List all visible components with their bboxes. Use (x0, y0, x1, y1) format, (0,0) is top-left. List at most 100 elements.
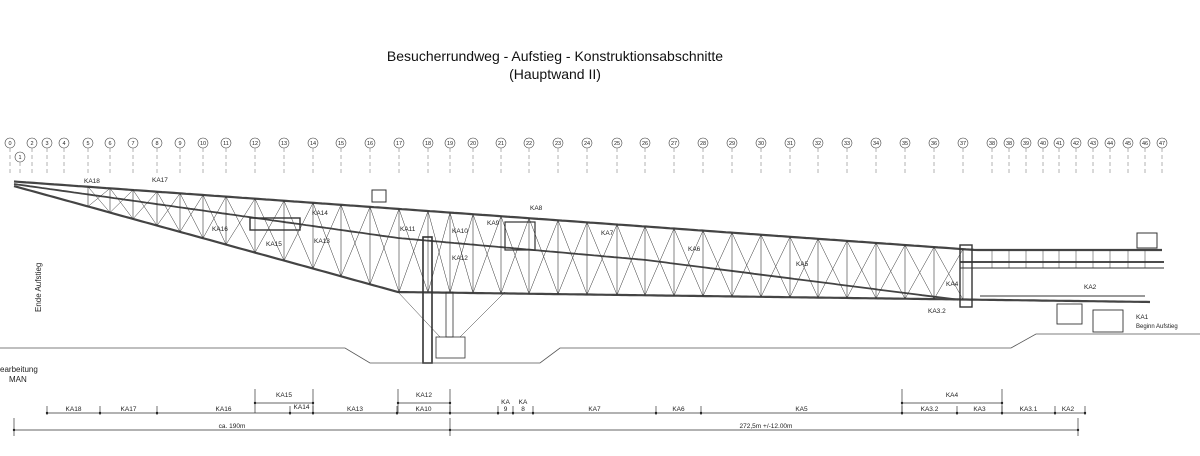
dimension-label: 9 (504, 406, 508, 413)
truss-diagonal (586, 222, 618, 296)
truss-diagonal (702, 230, 733, 297)
truss-diagonal (760, 234, 791, 298)
axis-label: 38 (989, 141, 995, 147)
label-ka4: KA4 (946, 281, 959, 288)
axis-label: 3 (45, 141, 48, 147)
label-ka9: KA9 (487, 220, 500, 227)
ground-line (0, 333, 1200, 364)
processing-label: earbeitung (0, 365, 38, 374)
axis-label: 2 (30, 141, 33, 147)
dimension-label: 272,5m +/-12.00m (740, 423, 793, 430)
bottom-chord (13, 185, 1151, 304)
end-cab (1136, 232, 1158, 249)
dimension-node (395, 411, 399, 415)
platform-ka8 (504, 221, 536, 251)
truss-diagonal (132, 189, 158, 226)
truss-diagonal (789, 236, 819, 298)
truss-diagonal (109, 188, 134, 220)
axis-label: 38 (1006, 141, 1012, 147)
axis-label: 26 (642, 141, 648, 147)
axis-label: 40 (1040, 141, 1046, 147)
axis-label: 22 (526, 141, 532, 147)
dimension-node (448, 411, 452, 415)
axis-label: 33 (844, 141, 850, 147)
truss-diagonal (369, 206, 400, 293)
truss-diagonal (557, 222, 588, 295)
processing-man-label: MAN (9, 375, 27, 384)
axis-label: 6 (108, 141, 111, 147)
truss-diagonal (875, 242, 906, 299)
axis-label: 47 (1159, 141, 1165, 147)
dimension-label: KA (501, 399, 510, 406)
dimension-node (448, 401, 452, 405)
entry-stair (1092, 309, 1124, 333)
label-ka2: KA2 (1084, 284, 1097, 291)
truss-diagonal (528, 218, 559, 295)
dimension-node (1053, 411, 1057, 415)
truss-diagonal (87, 186, 111, 213)
truss-diagonal (87, 188, 111, 207)
dimension-node (955, 411, 959, 415)
axis-label: 21 (498, 141, 504, 147)
dimension-node (511, 411, 515, 415)
axis-label: 36 (931, 141, 937, 147)
truss-diagonal (283, 202, 314, 261)
dimension-node (448, 428, 452, 432)
label-ka16: KA16 (212, 226, 228, 233)
axis-label: 17 (396, 141, 402, 147)
truss-diagonal (731, 234, 762, 297)
dimension-label: KA2 (1062, 406, 1075, 413)
label-ka15: KA15 (266, 241, 282, 248)
dimension-node (900, 411, 904, 415)
label-ka18: KA18 (84, 178, 100, 185)
dimension-label: KA12 (416, 392, 432, 399)
truss-diagonal (369, 208, 400, 285)
dimension-label: KA18 (66, 406, 82, 413)
axis-label: 27 (671, 141, 677, 147)
dimension-node (288, 411, 292, 415)
dimension-node (311, 411, 315, 415)
dimension-label: KA (519, 399, 528, 406)
dimension-label: KA3.1 (1020, 406, 1038, 413)
truss-diagonal (557, 220, 588, 295)
label-ka14: KA14 (312, 210, 328, 217)
axis-label: 0 (8, 141, 11, 147)
drive-unit (1056, 303, 1083, 325)
axis-label: 35 (902, 141, 908, 147)
stair-tower (422, 236, 433, 364)
axis-label: 10 (200, 141, 206, 147)
truss-diagonal (875, 244, 906, 299)
dimension-label: KA14 (294, 404, 310, 411)
truss-diagonal (312, 202, 342, 277)
dimension-label: KA7 (588, 406, 601, 413)
truss-diagonal (312, 204, 342, 269)
axis-label: 39 (1023, 141, 1029, 147)
axis-label: 28 (700, 141, 706, 147)
dimension-node (900, 401, 904, 405)
dimension-label: KA16 (216, 406, 232, 413)
axis-label: 45 (1125, 141, 1131, 147)
axis-label: 9 (178, 141, 181, 147)
truss-diagonal (817, 240, 848, 298)
truss-diagonal (109, 189, 134, 213)
truss-diagonal (340, 204, 371, 285)
truss-diagonal (586, 224, 618, 295)
dimension-node (396, 401, 400, 405)
truss-diagonal (760, 236, 791, 297)
dimension-node (496, 411, 500, 415)
label-ka5: KA5 (796, 261, 809, 268)
truss-diagonal (644, 226, 675, 296)
axis-label: 11 (223, 141, 229, 147)
dimension-node (12, 428, 16, 432)
axis-label: 29 (729, 141, 735, 147)
axis-label: 4 (62, 141, 65, 147)
truss-diagonal (340, 206, 371, 277)
label-ka12: KA12 (452, 255, 468, 262)
truss-diagonal (616, 224, 646, 296)
truss-diagonal (283, 200, 314, 269)
truss-diagonal (789, 238, 819, 298)
axis-label: 46 (1142, 141, 1148, 147)
truss-diagonal (528, 220, 559, 294)
axis-label: 41 (1056, 141, 1062, 147)
axis-label: 34 (873, 141, 879, 147)
